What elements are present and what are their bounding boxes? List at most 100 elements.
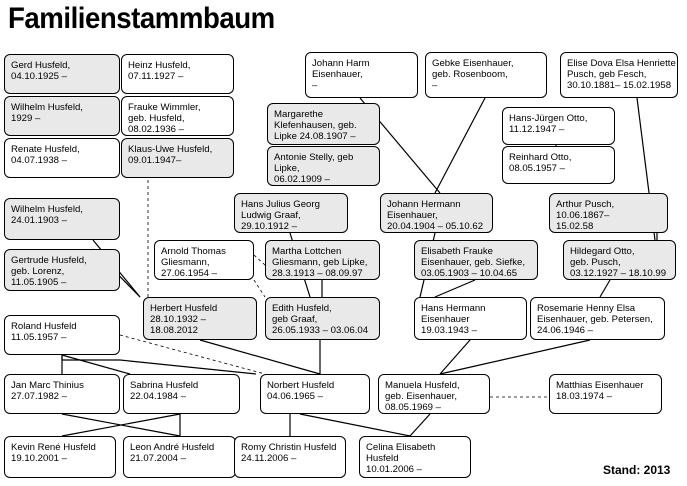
- person-text-line: 24.06.1946 –: [537, 325, 594, 336]
- person-text-line: Herbert Husfeld: [150, 303, 218, 314]
- person-text-line: 08.02.1936 –: [128, 124, 185, 135]
- person-box-wilhelm03: Wilhelm Husfeld,24.01.1903 –: [4, 198, 120, 240]
- person-text-line: Matthias Eisenhauer: [556, 380, 644, 391]
- person-text-line: Wilhelm Husfeld,: [11, 102, 83, 113]
- person-text-line: Johann Hermann: [387, 199, 461, 210]
- person-text-line: Leon André Husfeld: [130, 442, 215, 453]
- person-text-line: Roland Husfeld: [11, 321, 77, 332]
- person-text-line: 18.03.1974 –: [556, 391, 613, 402]
- dashed-connector-1: [253, 254, 266, 266]
- person-box-arthur: Arthur Pusch,10.06.1867–15.02.58: [549, 193, 668, 233]
- person-box-edith: Edith Husfeld,geb Graaf,26.05.1933 – 03.…: [265, 297, 380, 340]
- person-box-wilhelm29: Wilhelm Husfeld,1929 –: [4, 96, 120, 136]
- person-text-line: 11.12.1947 –: [509, 124, 565, 135]
- connector-1: [434, 97, 486, 194]
- connector-10: [434, 279, 476, 298]
- connector-14: [439, 339, 471, 375]
- person-box-frauke: Frauke Wimmler,geb. Husfeld,08.02.1936 –: [121, 96, 234, 136]
- person-text-line: Lipke,: [274, 163, 300, 174]
- person-text-line: 29.10.1912 –: [241, 221, 298, 232]
- person-text-line: Edith Husfeld,: [272, 303, 332, 314]
- connector-15: [439, 339, 591, 375]
- person-text-line: 11.05.1905 –: [11, 277, 67, 288]
- person-text-line: Hans Julius Georg: [241, 199, 320, 210]
- person-text-line: 28.3.1913 – 08.09.97: [272, 268, 363, 279]
- person-text-line: 18.08.2012: [150, 325, 199, 336]
- person-text-line: 10.01.2006 –: [366, 464, 423, 475]
- person-text-line: Hans-Jürgen Otto,: [509, 113, 588, 124]
- person-text-line: geb Graaf,: [272, 314, 318, 325]
- person-text-line: 08.05.1969 –: [385, 402, 442, 413]
- person-box-hansjuergen: Hans-Jürgen Otto,11.12.1947 –: [502, 107, 615, 145]
- person-text-line: 07.11.1927 –: [128, 71, 184, 82]
- person-text-line: Husfeld: [366, 453, 399, 464]
- person-text-line: Martha Lottchen: [272, 246, 342, 257]
- person-text-line: –: [432, 80, 438, 91]
- person-text-line: Eisenhauer,: [387, 210, 438, 221]
- person-text-line: Celina Elisabeth: [366, 442, 436, 453]
- person-text-line: –: [312, 80, 318, 91]
- person-text-line: 06.02.1909 –: [274, 174, 331, 185]
- connector-12: [199, 339, 321, 375]
- person-text-line: geb. Lorenz,: [11, 266, 65, 277]
- person-text-line: Heinz Husfeld,: [128, 60, 191, 71]
- person-text-line: Ludwig Graaf,: [241, 210, 301, 221]
- connector-23: [61, 413, 181, 437]
- person-text-line: Kevin René Husfeld: [11, 442, 96, 453]
- person-text-line: Elisabeth Frauke: [421, 246, 493, 257]
- person-text-line: Gerd Husfeld,: [11, 60, 71, 71]
- person-text-line: 09.01.1947–: [128, 155, 182, 166]
- person-box-klausuwe: Klaus-Uwe Husfeld,09.01.1947–: [121, 138, 234, 178]
- person-text-line: 24.01.1903 –: [11, 215, 68, 226]
- person-text-line: Gebke Eisenhauer,: [432, 58, 514, 69]
- person-text-line: 27.06.1954 –: [161, 268, 218, 279]
- person-text-line: Romy Christin Husfeld: [241, 442, 337, 453]
- person-text-line: 11.05.1957 –: [11, 332, 67, 343]
- person-text-line: 19.03.1943 –: [421, 325, 478, 336]
- person-text-line: 28.10.1932 –: [150, 314, 207, 325]
- person-text-line: 03.12.1927 – 18.10.99: [570, 268, 667, 279]
- person-text-line: Margarethe: [274, 109, 324, 120]
- person-text-line: Norbert Husfeld: [267, 380, 335, 391]
- person-text-line: 04.10.1925 –: [11, 71, 68, 82]
- person-box-gebke: Gebke Eisenhauer,geb. Rosenboom,–: [425, 52, 547, 98]
- connector-18: [299, 413, 411, 437]
- person-text-line: 30.10.1881– 15.02.1958: [567, 80, 672, 91]
- person-text-line: 26.05.1933 – 03.06.04: [272, 325, 369, 336]
- person-text-line: Manuela Husfeld,: [385, 380, 460, 391]
- person-text-line: Arnold Thomas: [161, 246, 226, 257]
- person-text-line: Hildegard Otto,: [570, 246, 635, 257]
- person-text-line: 20.04.1904 – 05.10.62: [387, 221, 484, 232]
- person-text-line: 24.11.2006 –: [241, 453, 297, 464]
- person-text-line: geb. Husfeld,: [128, 113, 185, 124]
- person-text-line: Klaus-Uwe Husfeld,: [128, 144, 213, 155]
- person-text-line: Klefenhausen, geb.: [274, 120, 357, 131]
- person-text-line: 03.05.1903 – 10.04.65: [421, 268, 518, 279]
- person-text-line: 1929 –: [11, 113, 41, 124]
- connector-16: [61, 354, 131, 375]
- person-text-line: 04.06.1965 –: [267, 391, 324, 402]
- person-box-heinz: Heinz Husfeld,07.11.1927 –: [121, 54, 234, 94]
- person-text-line: Elise Dova Elsa Henriette: [567, 58, 676, 69]
- connector-11: [599, 279, 611, 298]
- person-text-line: Eisenhauer, geb. Petersen,: [537, 314, 653, 325]
- person-text-line: Lipke 24.08.1907 –: [274, 131, 356, 142]
- dashed-connector-3: [119, 334, 266, 375]
- person-box-hildegard: Hildegard Otto,geb. Pusch,03.12.1927 – 1…: [563, 240, 676, 280]
- person-box-reinhard: Reinhard Otto,08.05.1957 –: [502, 146, 615, 184]
